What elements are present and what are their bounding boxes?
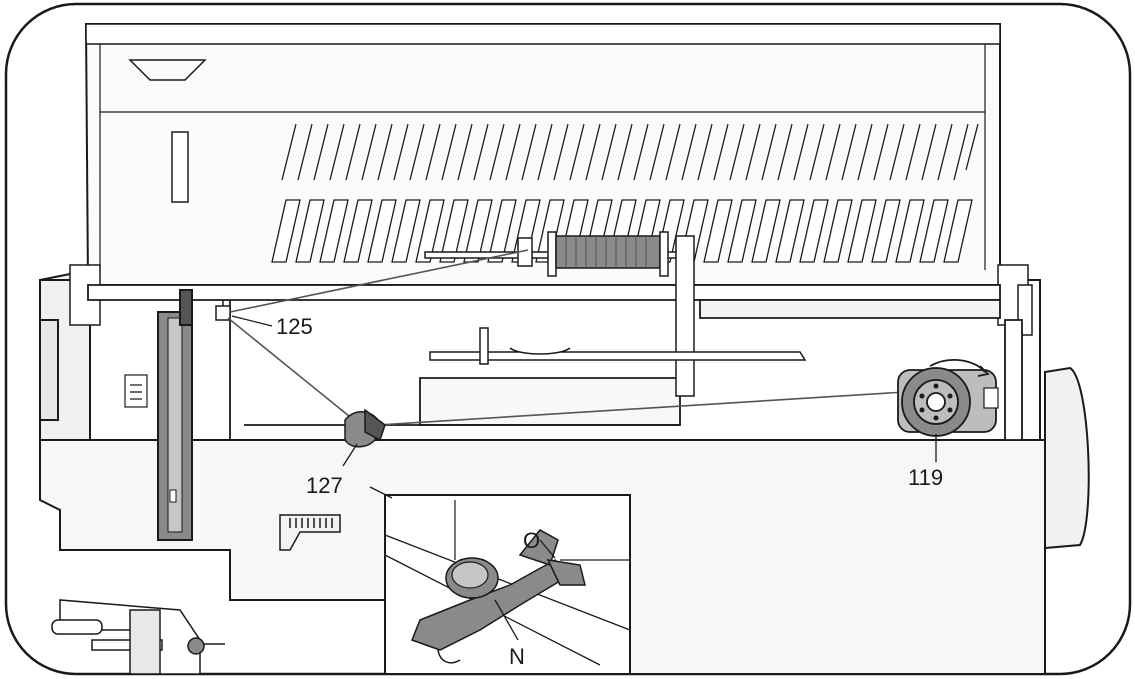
stitch-dial bbox=[124, 374, 148, 408]
lid-slots-lower bbox=[271, 199, 973, 263]
bobbin-winder bbox=[897, 319, 1023, 441]
tension-guide bbox=[344, 408, 386, 448]
lid-peg bbox=[171, 131, 189, 203]
inset-detail bbox=[384, 494, 631, 675]
lid-hatching-upper bbox=[281, 123, 979, 181]
machine-body bbox=[39, 268, 1090, 675]
label-inset-n: N bbox=[509, 644, 525, 669]
machine-arm bbox=[87, 284, 1001, 440]
leader-lines bbox=[231, 315, 937, 641]
take-up-lever bbox=[157, 289, 193, 541]
label-tension-guide: 127 bbox=[306, 473, 343, 498]
spindle-rod bbox=[429, 327, 807, 365]
thread-guide-post bbox=[215, 300, 231, 321]
label-inset-o: O bbox=[523, 528, 540, 553]
label-thread-guide: 125 bbox=[276, 314, 313, 339]
needle-area bbox=[51, 514, 341, 675]
thread-path bbox=[227, 249, 906, 426]
label-bobbin-winder: 119 bbox=[908, 465, 943, 490]
